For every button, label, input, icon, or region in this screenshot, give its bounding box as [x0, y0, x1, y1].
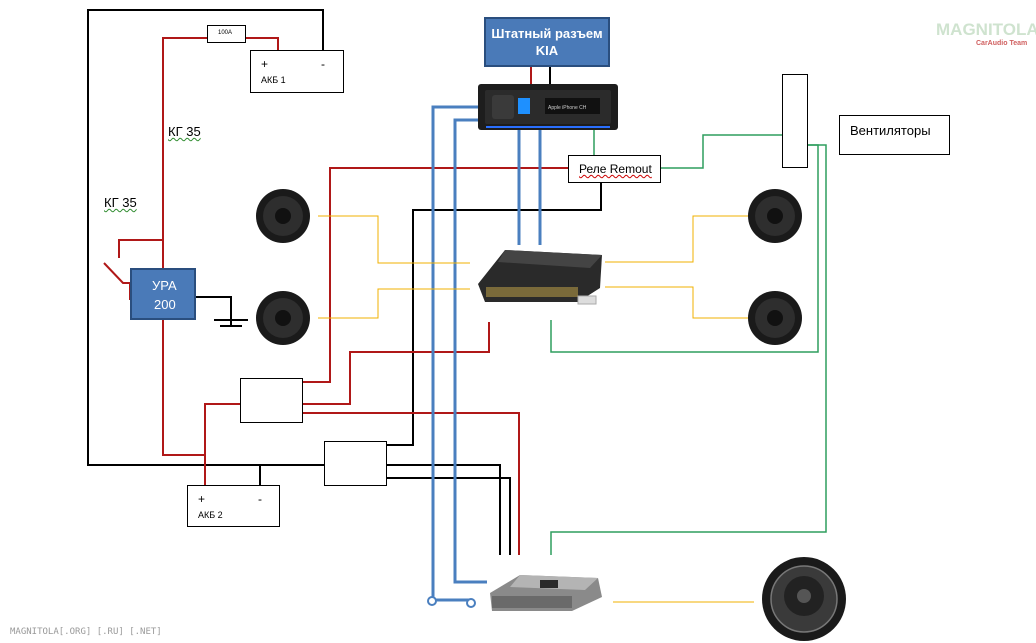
battery-2-name: АКБ 2 [198, 510, 223, 520]
relay-label: Реле Remout [579, 162, 652, 176]
relay-remote: Реле Remout [568, 155, 661, 183]
ura-200-module: УРА 200 [130, 268, 196, 320]
kia-wire-black [549, 67, 551, 84]
speaker-right-bottom [748, 291, 802, 345]
distribution-block-2 [324, 441, 387, 486]
signal-wires [431, 105, 542, 602]
kia-connector-label: Штатный разъем KIA [491, 26, 603, 58]
svg-text:Apple iPhone CH: Apple iPhone CH [548, 105, 587, 111]
cable-label-1: КГ 35 [168, 124, 201, 139]
four-channel-amplifier [478, 250, 602, 305]
cable-label-2: КГ 35 [104, 195, 137, 210]
ground-wires [87, 9, 602, 555]
battery-2-plus: + [198, 492, 206, 506]
battery-1-name: АКБ 1 [261, 75, 286, 85]
logo-subtext: CarAudio Team [976, 40, 1028, 47]
head-unit: Apple iPhone CH [478, 84, 618, 130]
distribution-block-1 [240, 378, 303, 423]
remote-wires [550, 130, 827, 555]
watermark: MAGNITOLA[.ORG] [.RU] [.NET] [10, 627, 162, 637]
battery-1-minus: - [321, 57, 325, 71]
power-wires [103, 37, 568, 555]
speaker-wires [318, 215, 754, 603]
subwoofer [762, 557, 846, 641]
speaker-right-top [748, 189, 802, 243]
magnitola-logo: MAGNITOLA CarAudio Team [936, 20, 1036, 52]
battery-1-plus: + [261, 57, 269, 71]
kia-wire-red [530, 67, 532, 84]
mono-amplifier [490, 575, 602, 611]
speaker-left-top [256, 189, 310, 243]
battery-2: + - АКБ 2 [187, 485, 280, 527]
kia-connector: Штатный разъем KIA [484, 17, 610, 67]
speaker-left-bottom [256, 291, 310, 345]
fans-label-box: Вентиляторы [839, 115, 950, 155]
fuse-label: 100A [218, 30, 233, 36]
battery-2-minus: - [258, 492, 262, 506]
fan-block [782, 74, 808, 168]
logo-text: MAGNITOLA [936, 20, 1036, 39]
ura-line1: УРА [152, 278, 177, 293]
battery-1: + - АКБ 1 [250, 50, 344, 93]
fuse: 100A [207, 25, 246, 43]
fans-label: Вентиляторы [850, 123, 931, 138]
ura-line2: 200 [154, 297, 176, 312]
